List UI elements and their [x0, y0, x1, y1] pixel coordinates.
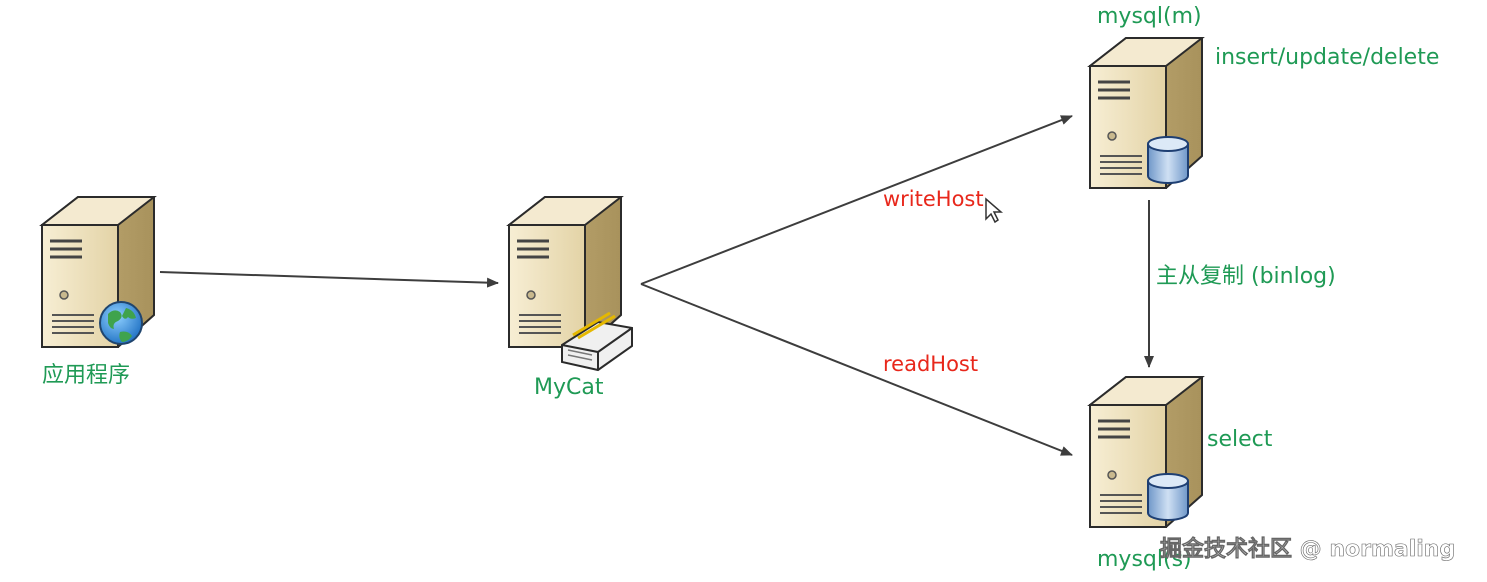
mysql-master-label: mysql(m)	[1097, 4, 1202, 29]
router-icon	[561, 311, 633, 372]
master-operations-label: insert/update/delete	[1215, 45, 1439, 70]
mysql-master-node: mysql(m) insert/update/delete	[1088, 4, 1439, 190]
mysql-slave-label: mysql(s)	[1097, 547, 1192, 572]
edge-read-host	[640, 283, 1073, 456]
app-server-node: 应用程序	[40, 195, 156, 388]
mycat-label: MyCat	[534, 375, 604, 400]
edge-app-to-mycat	[159, 271, 499, 288]
mysql-slave-node: select mysql(s)	[1088, 375, 1273, 572]
write-host-label: writeHost	[883, 187, 984, 211]
watermark-text: 掘金技术社区 @ normaling	[1160, 536, 1455, 562]
read-host-label: readHost	[883, 352, 978, 376]
app-label: 应用程序	[42, 363, 130, 388]
edge-write-host	[640, 115, 1073, 285]
database-icon	[1147, 473, 1189, 521]
cursor-icon	[985, 197, 1004, 224]
globe-icon	[99, 301, 143, 345]
database-icon	[1147, 136, 1189, 184]
slave-operations-label: select	[1207, 427, 1273, 452]
replication-label: 主从复制 (binlog)	[1156, 264, 1336, 289]
mycat-server-node: MyCat	[507, 195, 633, 400]
